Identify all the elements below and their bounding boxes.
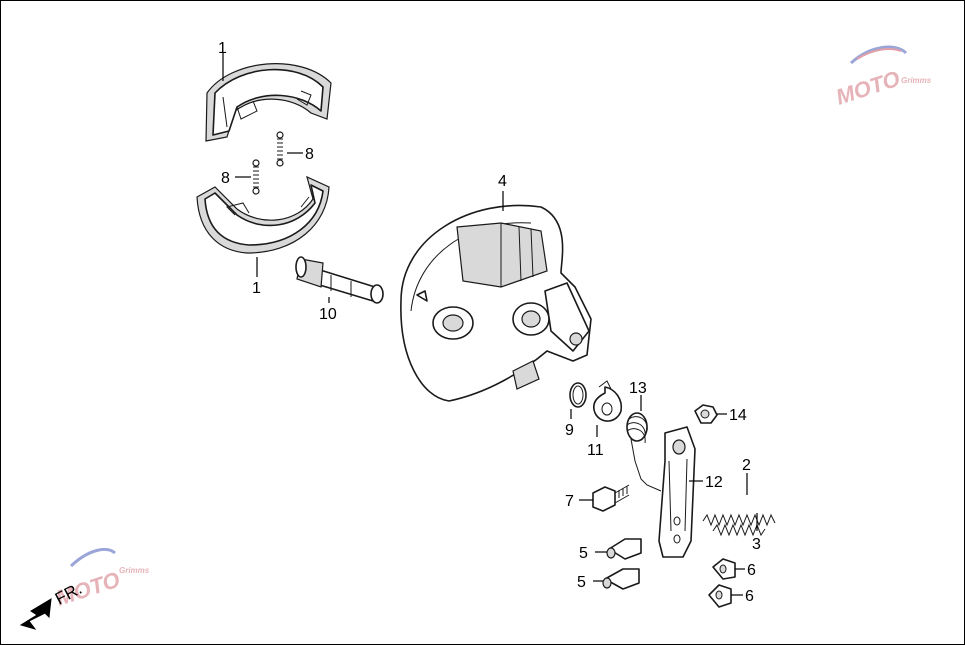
watermark-sub: Grimms [901,76,932,85]
callout-return-spring: 13 [629,380,647,397]
callout-spring-lower: 8 [221,170,230,187]
callout-seal: 9 [565,422,574,439]
callout-adjuster-2: 2 [742,457,751,474]
brake-panel [400,204,592,402]
callout-spring-upper: 8 [305,146,314,163]
front-arrow-icon [19,598,52,630]
felt-seal [569,382,587,408]
callout-pin-lower: 5 [577,574,586,591]
adjuster-spring [702,513,776,537]
joint-upper [712,558,736,580]
callout-pin-upper: 5 [579,545,588,562]
return-spring [626,412,662,492]
flange-bolt [592,484,630,512]
callout-arm: 12 [705,474,723,491]
brake-arm [658,426,696,558]
callout-nut: 14 [729,407,747,424]
callout-joint-lower: 6 [745,588,754,605]
watermark-text: MOTO [833,66,903,110]
callout-adjuster-3: 3 [752,536,761,553]
wear-indicator-plate [592,380,623,422]
brake-shoe-upper [205,63,332,142]
flange-nut [694,404,718,424]
brake-shoe-lower [196,175,330,254]
callout-joint-upper: 6 [747,562,756,579]
watermark-logo-top: MOTO Grimms [833,45,932,110]
brake-cam [295,256,384,304]
callout-plate: 11 [587,442,604,459]
pin-upper [606,538,642,560]
callout-panel: 4 [498,173,507,190]
pin-lower [602,568,640,590]
callout-shoe-lower: 1 [252,280,261,297]
callout-cam: 10 [319,306,337,323]
callout-shoe-upper: 1 [218,40,227,57]
callout-bolt: 7 [565,493,574,510]
joint-lower [708,584,732,608]
watermark-sub-bottom: Grimms [119,566,150,575]
shoe-spring-lower [252,159,260,195]
shoe-spring-upper [276,131,284,167]
